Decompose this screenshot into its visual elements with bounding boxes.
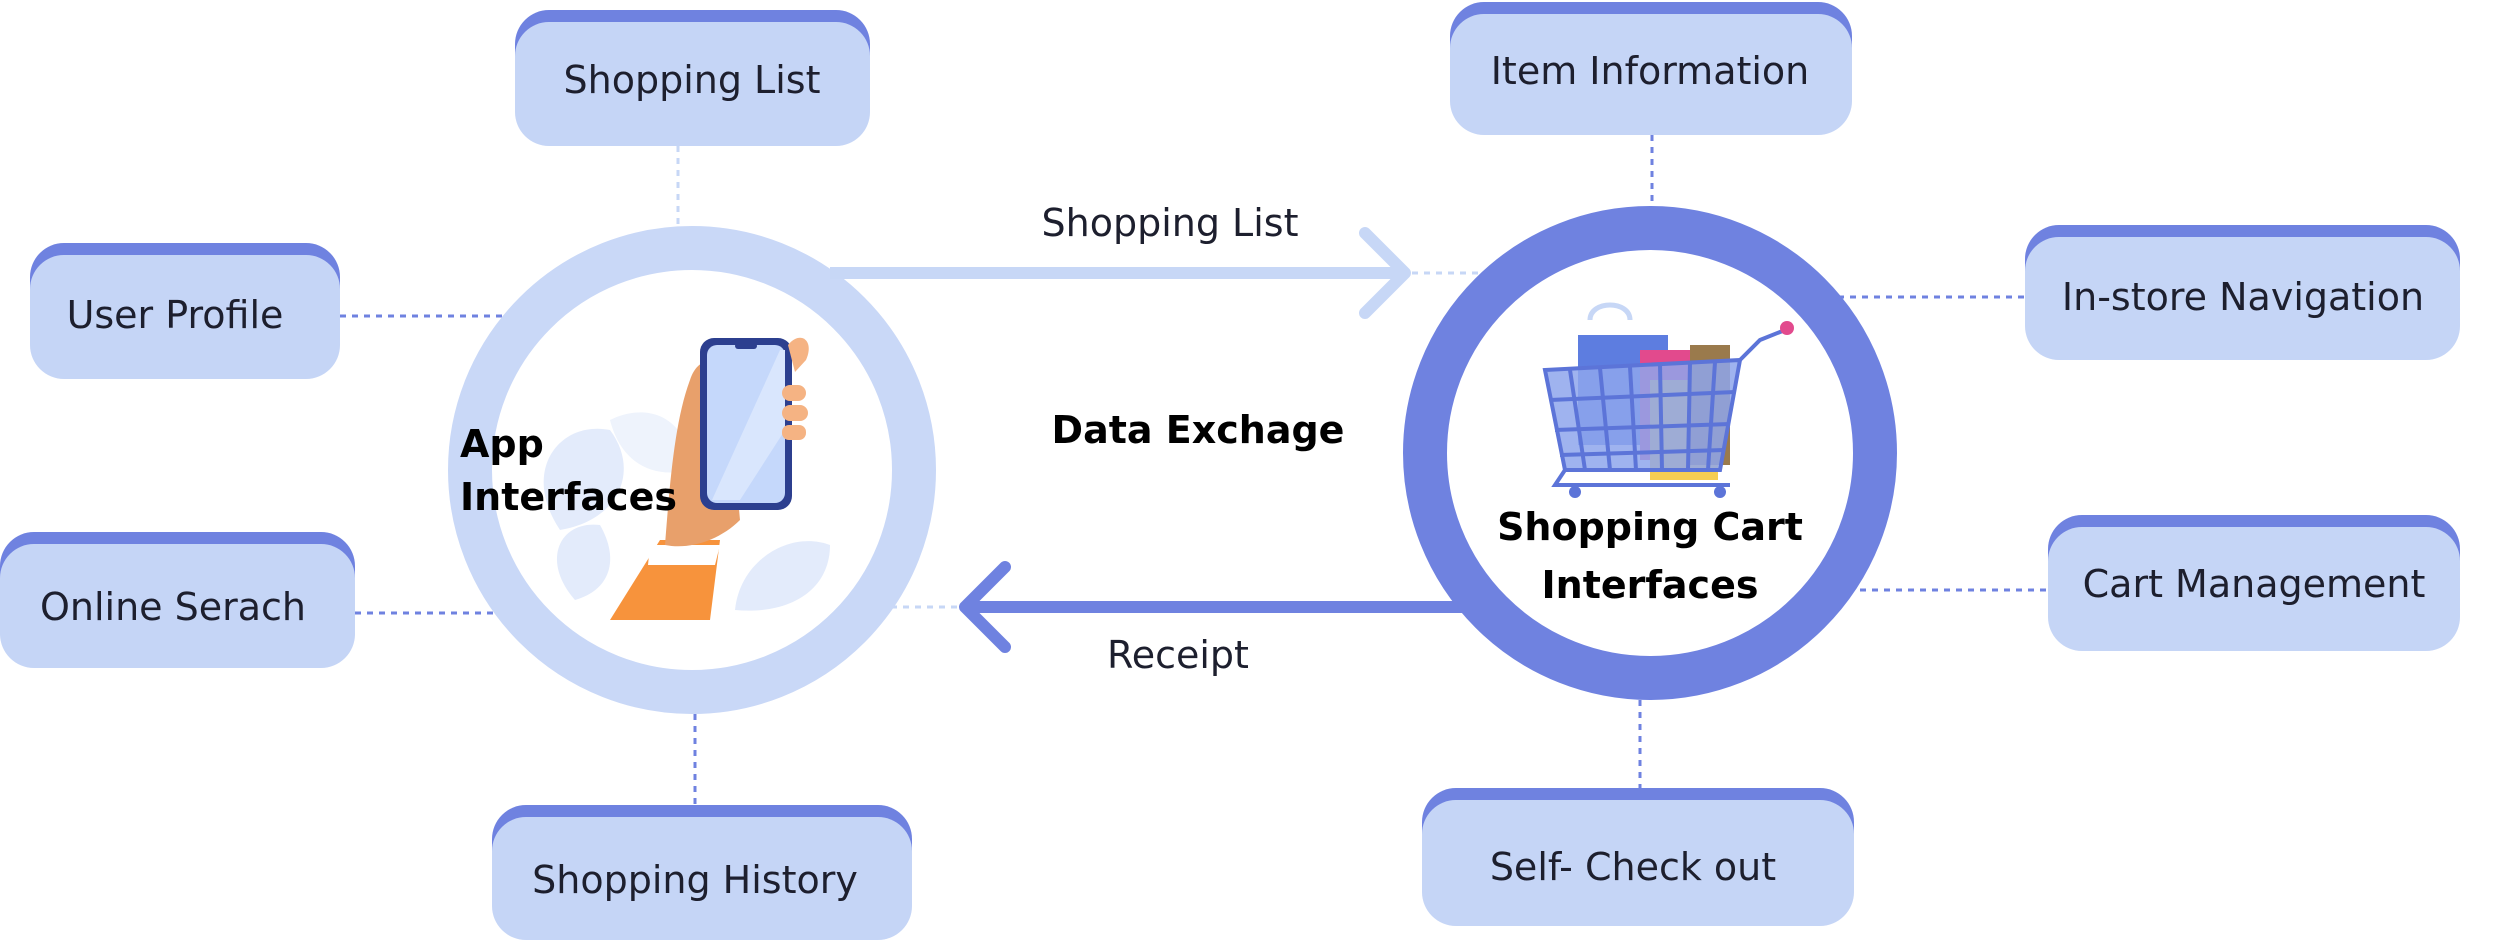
flow-label-shopping-list: Shopping List	[1042, 201, 1299, 245]
shopping-cart-interfaces-title-line2: Interfaces	[1542, 563, 1759, 607]
arrow-receipt-flow	[959, 561, 1470, 653]
pill-self-checkout-label: Self- Check out	[1490, 845, 1776, 889]
pill-item-information-label: Item Information	[1491, 49, 1810, 93]
arrow-shopping-list-flow	[830, 227, 1411, 319]
pill-self-checkout[interactable]: Self- Check out	[1422, 788, 1854, 926]
pill-cart-management-label: Cart Management	[2083, 562, 2426, 606]
pill-shopping-list[interactable]: Shopping List	[515, 10, 870, 146]
pill-shopping-list-label: Shopping List	[564, 58, 821, 102]
pill-instore-navigation[interactable]: In-store Navigation	[2025, 225, 2460, 360]
flow-label-receipt: Receipt	[1107, 633, 1249, 677]
pill-cart-management[interactable]: Cart Management	[2048, 515, 2460, 651]
pill-online-search-label: Online Serach	[40, 585, 306, 629]
pill-shopping-history-label: Shopping History	[532, 858, 858, 902]
hand-holding-phone-icon	[543, 337, 830, 620]
app-interfaces-title-line1: App	[460, 422, 544, 466]
pill-instore-navigation-label: In-store Navigation	[2062, 275, 2424, 319]
shopping-cart-interfaces-node[interactable]: Shopping Cart Interfaces	[1403, 206, 1897, 700]
shopping-cart-interfaces-title-line1: Shopping Cart	[1497, 505, 1803, 549]
pill-online-search[interactable]: Online Serach	[0, 532, 355, 668]
app-interfaces-title-line2: Interfaces	[460, 475, 677, 519]
pill-user-profile-label: User Profile	[67, 293, 284, 337]
pill-user-profile[interactable]: User Profile	[30, 243, 340, 379]
pill-shopping-history[interactable]: Shopping History	[492, 805, 912, 940]
flow-label-data-exchange: Data Exchage	[1052, 408, 1345, 452]
app-interfaces-node[interactable]: App Interfaces	[448, 226, 936, 714]
shopping-cart-icon	[1542, 302, 1794, 498]
pill-item-information[interactable]: Item Information	[1450, 2, 1852, 135]
